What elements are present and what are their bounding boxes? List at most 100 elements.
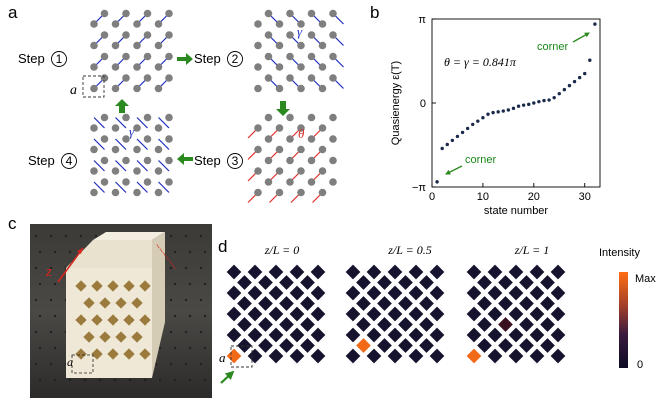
lattice-site xyxy=(90,145,98,154)
lattice-site xyxy=(90,63,98,71)
lattice-site xyxy=(264,113,273,122)
arrow-step3-to-step4 xyxy=(177,153,193,165)
waveguide-site xyxy=(477,338,492,353)
waveguide-site xyxy=(345,327,361,343)
step-1-label: Step xyxy=(18,51,45,66)
data-point xyxy=(521,103,526,107)
step-2-number-circle xyxy=(227,51,243,67)
data-point xyxy=(476,119,480,123)
lattice-site xyxy=(318,124,327,132)
coupling-bond xyxy=(115,138,127,150)
table-hole xyxy=(94,234,98,238)
panel-b-letter: b xyxy=(370,3,379,22)
x-tick-label: 30 xyxy=(579,191,591,203)
lattice-site xyxy=(329,156,337,165)
waveguide-site xyxy=(540,317,555,332)
table-hole xyxy=(169,234,173,238)
step-3-number: 3 xyxy=(232,154,239,168)
waveguide-site xyxy=(310,348,326,364)
waveguide-site xyxy=(377,317,392,332)
waveguide-site xyxy=(429,306,445,322)
step-4-number: 4 xyxy=(66,154,73,168)
data-point xyxy=(577,75,582,80)
waveguide-site xyxy=(466,327,482,343)
data-point xyxy=(588,58,592,62)
table-hole xyxy=(188,378,192,382)
data-point xyxy=(501,109,505,113)
waveguide-site xyxy=(466,306,482,322)
lattice-site xyxy=(264,178,273,186)
lattice-site xyxy=(111,20,120,28)
lattice-site xyxy=(254,63,262,71)
data-point xyxy=(481,116,485,120)
photo-a-label: a xyxy=(67,355,73,369)
step-3-number-circle xyxy=(227,153,243,169)
lattice-site xyxy=(100,9,109,18)
waveguide-site xyxy=(258,296,273,311)
lattice-site xyxy=(275,145,284,154)
intensity-map-title-3: z/L = 1 xyxy=(514,243,550,257)
coupling-bond xyxy=(93,160,105,172)
waveguide-site xyxy=(268,306,284,322)
waveguide-site xyxy=(540,275,555,290)
lattice-site xyxy=(264,9,273,18)
waveguide-site xyxy=(387,327,403,343)
waveguide-site xyxy=(398,296,413,311)
table-hole xyxy=(173,378,177,382)
lattice-site xyxy=(143,113,152,122)
z-axis-arrow xyxy=(57,247,84,283)
table-hole xyxy=(49,234,53,238)
lattice-site xyxy=(318,20,327,28)
table-hole xyxy=(38,250,42,254)
table-hole xyxy=(173,250,177,254)
waveguide-site xyxy=(366,306,382,322)
lattice-step-2 xyxy=(254,9,344,93)
x-tick-label: 0 xyxy=(429,191,435,203)
coupling-bond xyxy=(158,160,170,172)
lattice-site xyxy=(100,52,109,61)
waveguide-site xyxy=(387,264,403,280)
lattice-site xyxy=(297,20,305,28)
x-tick-label: 20 xyxy=(528,191,540,203)
corner-label-top: corner xyxy=(537,41,569,53)
waveguide-site xyxy=(237,275,252,290)
colorbar-title: Intensity xyxy=(599,247,640,259)
waveguide-site xyxy=(429,327,445,343)
lattice-site xyxy=(275,84,284,93)
chart-frame xyxy=(431,18,601,188)
lattice-site xyxy=(90,41,98,50)
waveguide-site xyxy=(508,285,524,301)
table-hole xyxy=(154,362,158,366)
waveguide-site xyxy=(366,264,382,280)
lattice-site xyxy=(329,52,337,61)
waveguide-site xyxy=(226,285,242,301)
data-point xyxy=(471,122,475,127)
lattice-site xyxy=(254,41,262,50)
intensity-map-zhalf xyxy=(345,264,445,364)
step-4-label: Step xyxy=(28,153,55,168)
lattice-site xyxy=(329,178,337,186)
arrow-step4-to-step1 xyxy=(115,99,129,113)
coupling-bond xyxy=(115,117,127,129)
waveguide-site xyxy=(498,275,513,290)
waveguide-site xyxy=(529,285,545,301)
z-axis-label: z xyxy=(45,264,52,280)
map-unit-cell-box xyxy=(230,345,253,368)
waveguide-site xyxy=(247,348,263,364)
lattice-site xyxy=(90,84,98,93)
coupling-bond xyxy=(115,160,127,172)
table-hole xyxy=(83,378,87,382)
table-hole xyxy=(203,250,207,254)
lattice-site xyxy=(133,145,141,154)
lattice-site xyxy=(286,156,294,165)
table-hole xyxy=(34,266,38,270)
intensity-map-z0 xyxy=(226,264,326,364)
lattice-site xyxy=(286,113,294,122)
lattice-site xyxy=(254,84,262,93)
data-point xyxy=(547,98,551,102)
lattice-site xyxy=(329,31,337,39)
lattice-constant-a: a xyxy=(70,83,77,98)
lattice-site xyxy=(154,20,163,28)
waveguide-site xyxy=(377,338,392,353)
waveguide-site xyxy=(519,275,534,290)
